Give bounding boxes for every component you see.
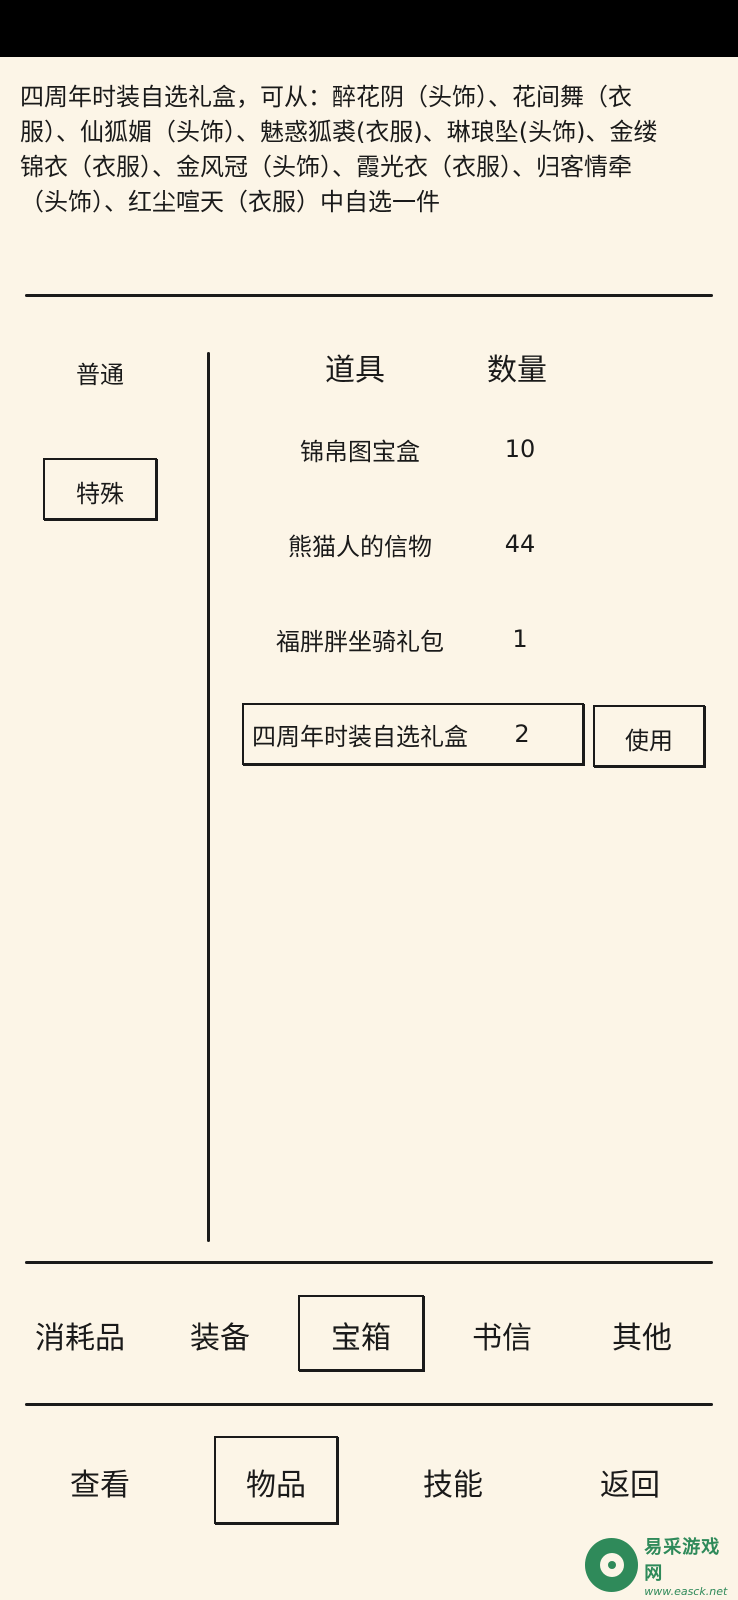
category-special-button[interactable]: 特殊	[43, 458, 157, 520]
table-row-3-qty: 2	[514, 720, 530, 748]
status-bar	[0, 0, 738, 57]
item-description: 四周年时装自选礼盒，可从：醉花阴（头饰）、花间舞（衣服）、仙狐媚（头饰）、魅惑狐…	[20, 83, 658, 216]
table-row-0-name[interactable]: 锦帛图宝盒	[300, 438, 420, 466]
nav-back[interactable]: 返回	[600, 1468, 660, 1503]
table-row-1-qty: 44	[504, 530, 536, 558]
table-row-2-qty: 1	[512, 625, 528, 653]
nav-view[interactable]: 查看	[70, 1468, 130, 1503]
header-quantity: 数量	[487, 353, 547, 388]
table-row-3-selected[interactable]: 四周年时装自选礼盒 2	[242, 703, 584, 765]
table-row-0-qty: 10	[504, 435, 536, 463]
watermark-url: www.easck.net	[644, 1584, 728, 1598]
tab-chests-label: 宝箱	[331, 1321, 391, 1356]
category-special-label: 特殊	[76, 480, 124, 508]
tab-letters[interactable]: 书信	[472, 1321, 532, 1356]
use-button[interactable]: 使用	[593, 705, 705, 767]
divider-middle	[25, 1261, 713, 1264]
divider-bottom	[25, 1403, 713, 1406]
table-row-1-name[interactable]: 熊猫人的信物	[288, 533, 432, 561]
tab-chests[interactable]: 宝箱	[298, 1295, 424, 1371]
nav-items-label: 物品	[246, 1468, 306, 1503]
header-item: 道具	[325, 353, 385, 388]
use-button-label: 使用	[625, 727, 673, 755]
category-normal[interactable]: 普通	[76, 361, 124, 389]
tab-equipment[interactable]: 装备	[190, 1321, 250, 1356]
table-row-2-name[interactable]: 福胖胖坐骑礼包	[276, 628, 444, 656]
divider-top	[25, 294, 713, 297]
table-row-3-name: 四周年时装自选礼盒	[252, 723, 468, 751]
nav-skills[interactable]: 技能	[423, 1468, 483, 1503]
tab-consumables[interactable]: 消耗品	[35, 1321, 125, 1356]
nav-items[interactable]: 物品	[214, 1436, 338, 1524]
watermark-logo-icon	[585, 1538, 639, 1592]
tab-other[interactable]: 其他	[612, 1321, 672, 1356]
watermark-name: 易采游戏网	[644, 1536, 721, 1584]
watermark: 易采游戏网 www.easck.net	[585, 1530, 738, 1600]
column-divider	[207, 352, 210, 1242]
